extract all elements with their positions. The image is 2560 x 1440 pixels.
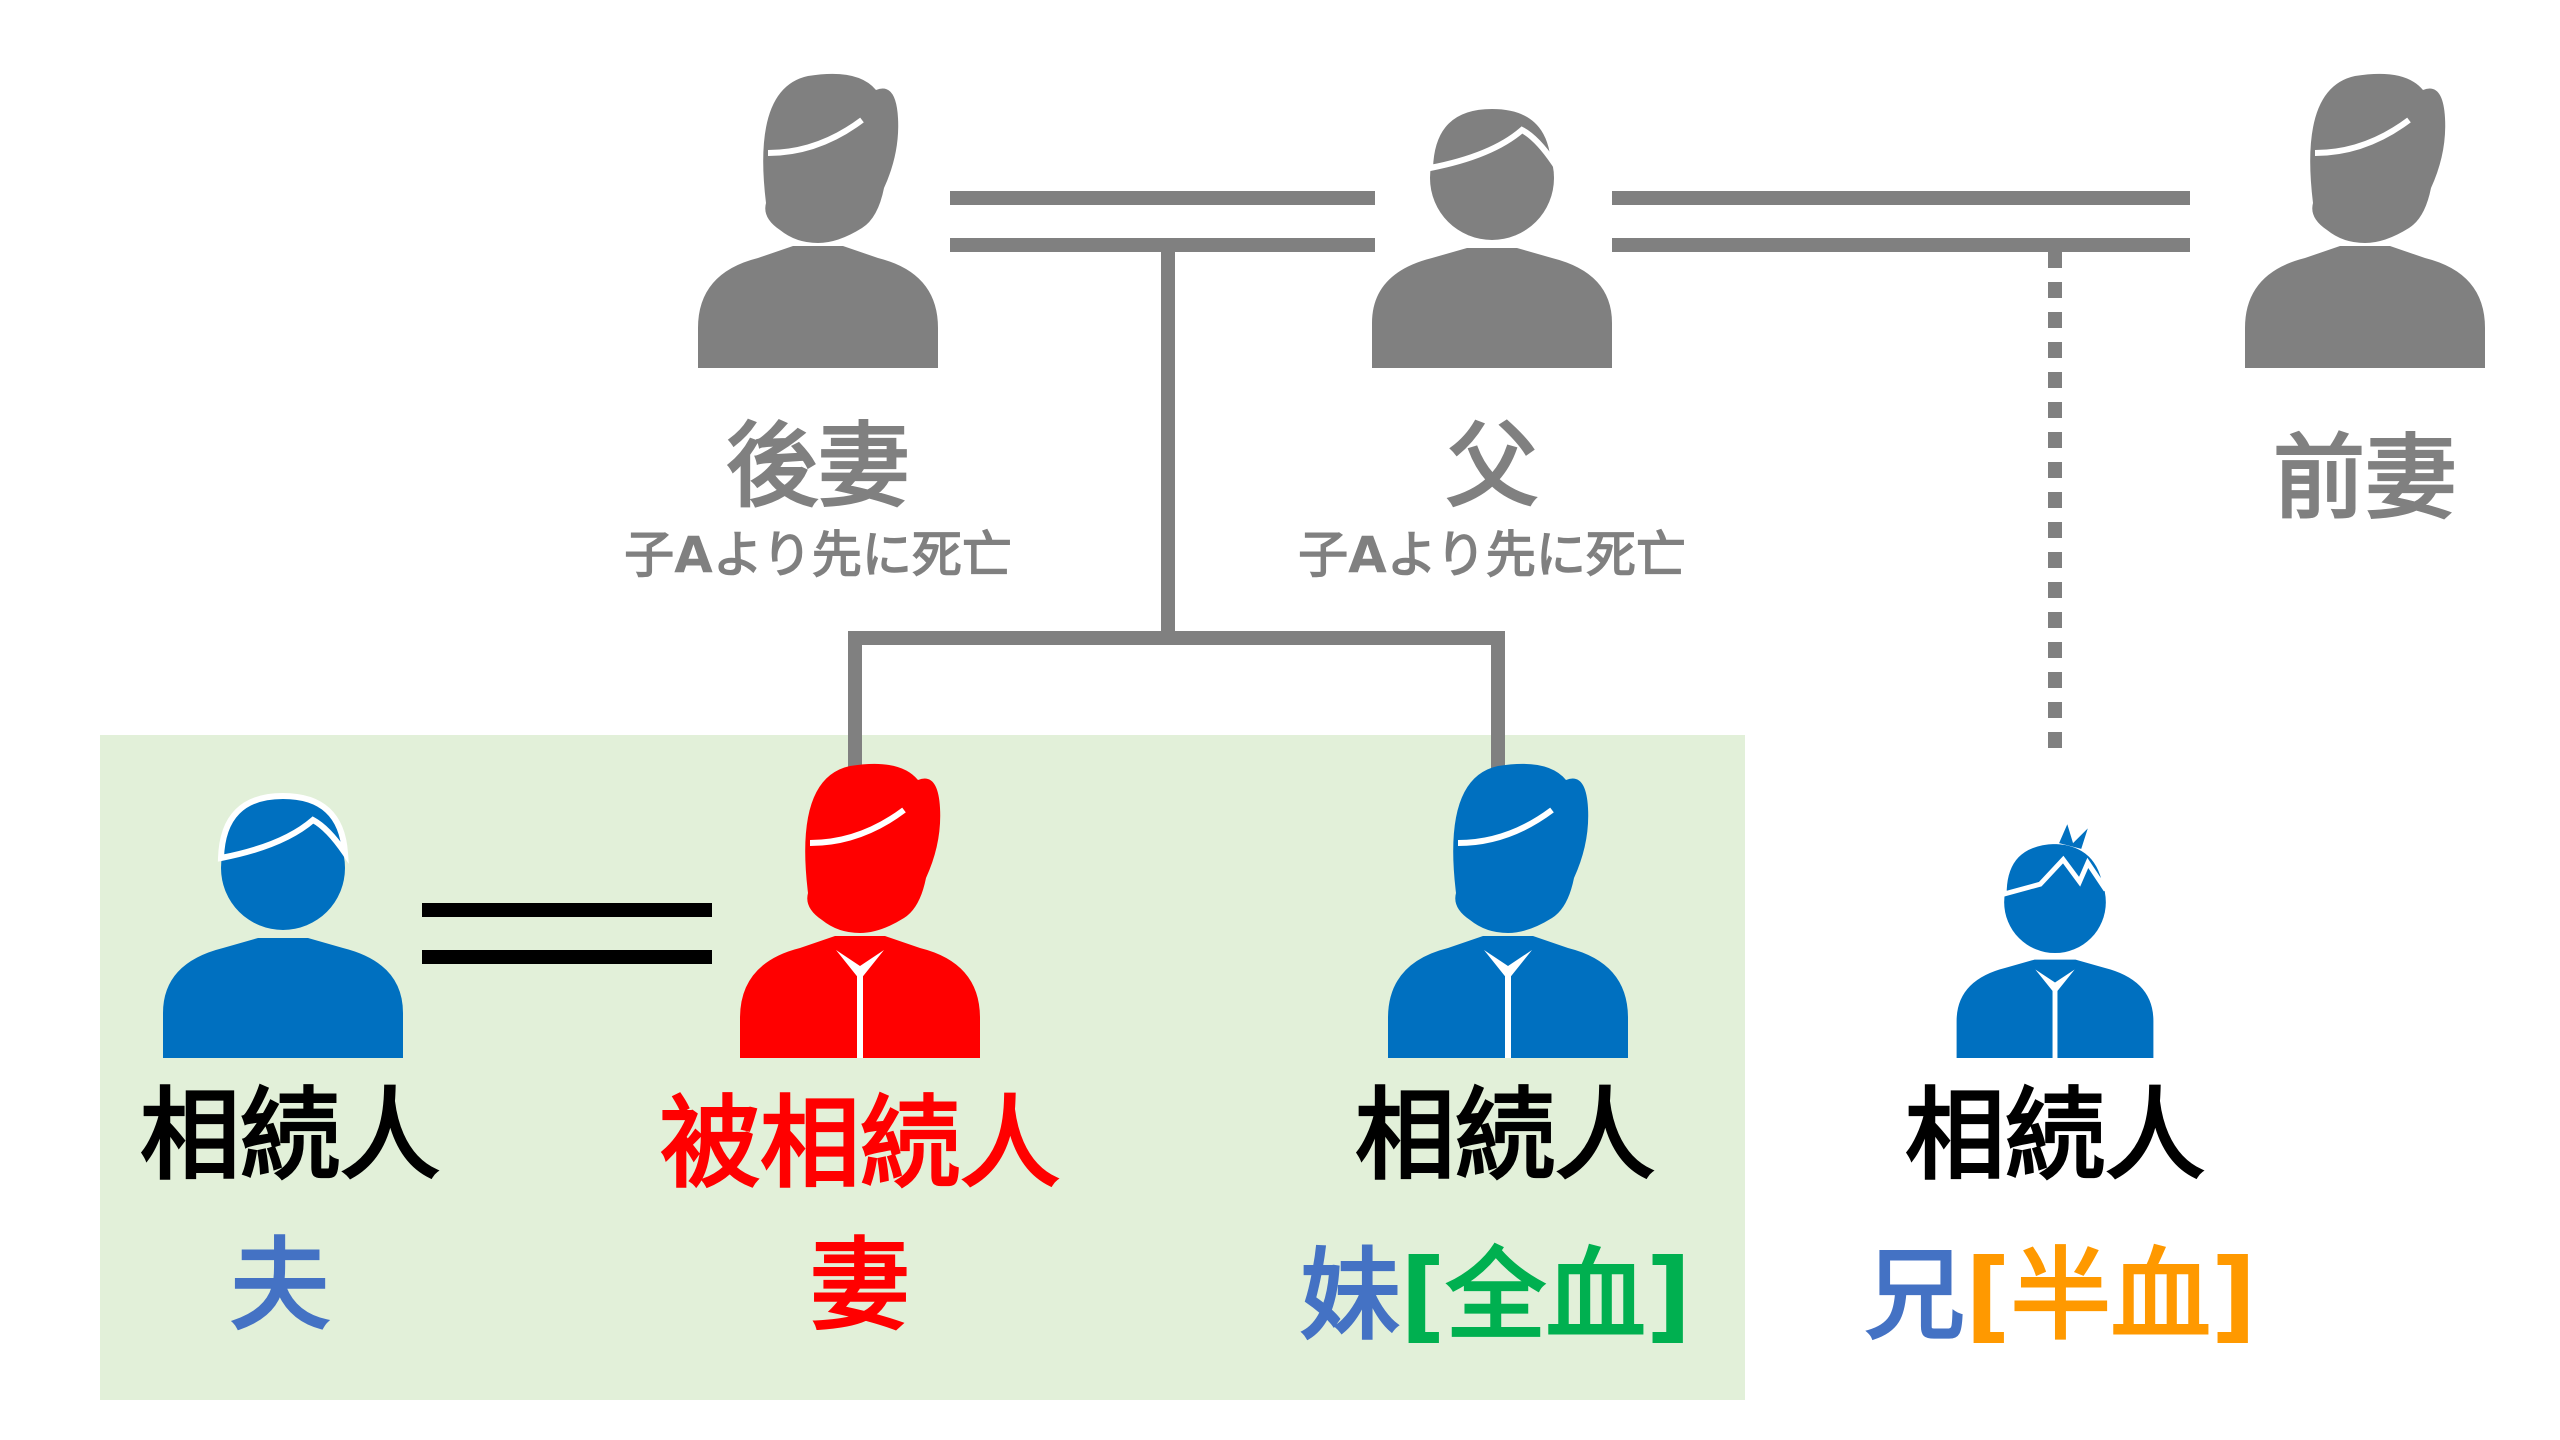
marriage-line-second-wife-father	[950, 191, 1375, 252]
brother-relation-label: 兄[半血]	[1865, 1237, 2256, 1354]
second-wife-note-label: 子Aより先に死亡	[624, 526, 1012, 584]
brother-bracket-close: ]	[2211, 1237, 2257, 1354]
brother-role-label: 相続人	[1905, 1077, 2205, 1194]
deceased-wife-woman-icon	[740, 763, 980, 1058]
former-wife-name-label: 前妻	[2273, 425, 2457, 532]
husband-relation-label: 夫	[230, 1227, 331, 1344]
sister-bracket-open: [	[1400, 1237, 1446, 1354]
second-wife-woman-icon	[698, 73, 938, 368]
brother-blood-label: 半血	[2011, 1237, 2211, 1354]
sister-relation-text: 妹	[1300, 1237, 1400, 1354]
sister-woman-icon	[1388, 763, 1628, 1058]
second-wife-name-label: 後妻	[726, 413, 910, 520]
marriage-line-husband-wife	[422, 903, 712, 964]
brother-boy-icon	[1956, 824, 2154, 1058]
deceased-relation-label: 妻	[810, 1227, 910, 1344]
husband-man-icon	[163, 792, 403, 1058]
deceased-role-label: 被相続人	[660, 1085, 1060, 1202]
father-note-label: 子Aより先に死亡	[1298, 526, 1686, 584]
marriage-line-father-former-wife	[1612, 191, 2190, 252]
sister-blood-label: 全血	[1445, 1237, 1646, 1354]
descent-line-full-blood	[848, 245, 1505, 770]
brother-bracket-open: [	[1965, 1237, 2011, 1354]
sister-bracket-close: ]	[1646, 1237, 1692, 1354]
sister-role-label: 相続人	[1355, 1077, 1655, 1194]
father-name-label: 父	[1446, 413, 1538, 520]
husband-role-label: 相続人	[140, 1077, 440, 1194]
brother-relation-text: 兄	[1865, 1237, 1965, 1354]
sister-relation-label: 妹[全血]	[1300, 1237, 1691, 1354]
father-man-icon	[1372, 102, 1612, 368]
former-wife-woman-icon	[2245, 73, 2485, 368]
